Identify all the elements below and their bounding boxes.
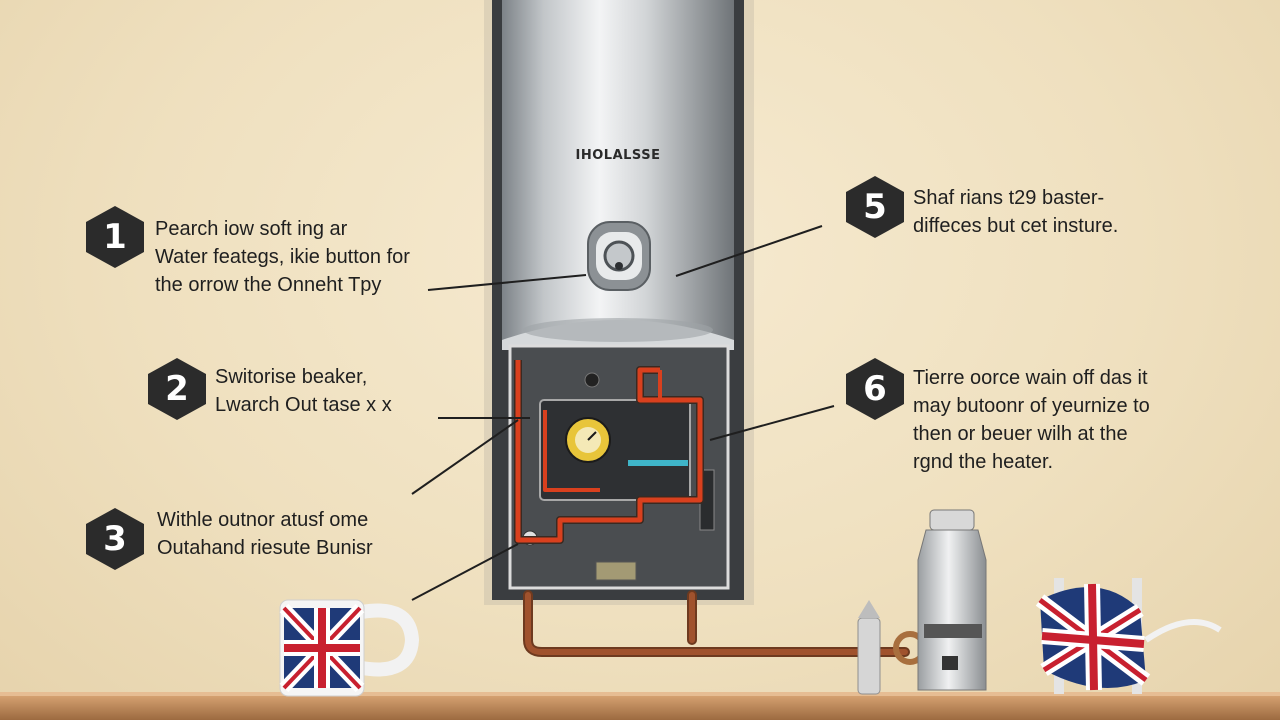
callout-5-line-2: diffeces but cet insture. (913, 215, 1119, 237)
callout-text-5: Shaf rians t29 baster- diffeces but cet … (913, 184, 1118, 240)
leader-line-5 (675, 225, 823, 277)
callout-badge-6: 6 (846, 358, 904, 420)
callout-number-1: 1 (103, 217, 127, 257)
callout-number-3: 3 (103, 519, 127, 559)
callout-number-6: 6 (863, 369, 887, 409)
wooden-shelf (0, 694, 1280, 720)
shelf-edge (0, 692, 1280, 696)
callout-text-2: Switorise beaker, Lwarch Out tase x x (215, 363, 392, 419)
gauge-needle (587, 431, 597, 441)
callout-3-line-2: Outahand riesute Bunisr (157, 537, 373, 559)
callout-number-2: 2 (165, 369, 189, 409)
bottom-connector (595, 561, 637, 581)
callout-1-line-3: the orrow the Onneht Tpy (155, 274, 382, 296)
heater-brand-label: IHOLALSSE (575, 148, 661, 163)
leader-lines (411, 225, 835, 601)
callout-badge-5: 5 (846, 176, 904, 238)
callout-1-line-1: Pearch iow soft ing ar (155, 218, 348, 240)
expansion-bottle (917, 509, 987, 691)
top-fitting (584, 372, 600, 388)
callout-text-6: Tierre oorce wain off das it may butoonr… (913, 364, 1150, 476)
thermostat-dial (587, 221, 651, 291)
callout-2-line-2: Lwarch Out tase x x (215, 394, 392, 416)
callout-badge-1: 1 (86, 206, 144, 268)
callout-6-line-4: rgnd the heater. (913, 451, 1054, 473)
callout-6-line-2: may butoonr of yeurnize to (913, 395, 1150, 417)
callout-badge-2: 2 (148, 358, 206, 420)
leader-line-3 (411, 543, 519, 601)
copper-pipes (523, 590, 910, 657)
wiring-loop (514, 360, 704, 544)
callout-text-1: Pearch iow soft ing ar Water feategs, ik… (155, 215, 410, 299)
blue-indicator (628, 460, 688, 466)
callout-badge-3: 3 (86, 508, 144, 570)
callout-1-line-2: Water feategs, ikie button for (155, 246, 410, 268)
union-jack-cloth (1035, 578, 1222, 694)
callout-6-line-1: Tierre oorce wain off das it (913, 367, 1148, 389)
callout-5-line-1: Shaf rians t29 baster- (913, 187, 1105, 209)
union-jack-mug (279, 599, 420, 697)
callout-6-line-3: then or beuer wilh at the (913, 423, 1128, 445)
control-unit (539, 399, 691, 501)
leader-line-6 (709, 405, 835, 441)
callout-2-line-1: Switorise beaker, (215, 366, 368, 388)
callout-3-line-1: Withle outnor atusf ome (157, 509, 369, 531)
access-panel (508, 344, 730, 590)
tank-rim (523, 318, 713, 342)
callout-number-5: 5 (863, 187, 887, 227)
leader-line-1 (427, 274, 587, 291)
callout-text-3: Withle outnor atusf ome Outahand riesute… (157, 506, 373, 562)
leader-line-2b (411, 419, 519, 495)
